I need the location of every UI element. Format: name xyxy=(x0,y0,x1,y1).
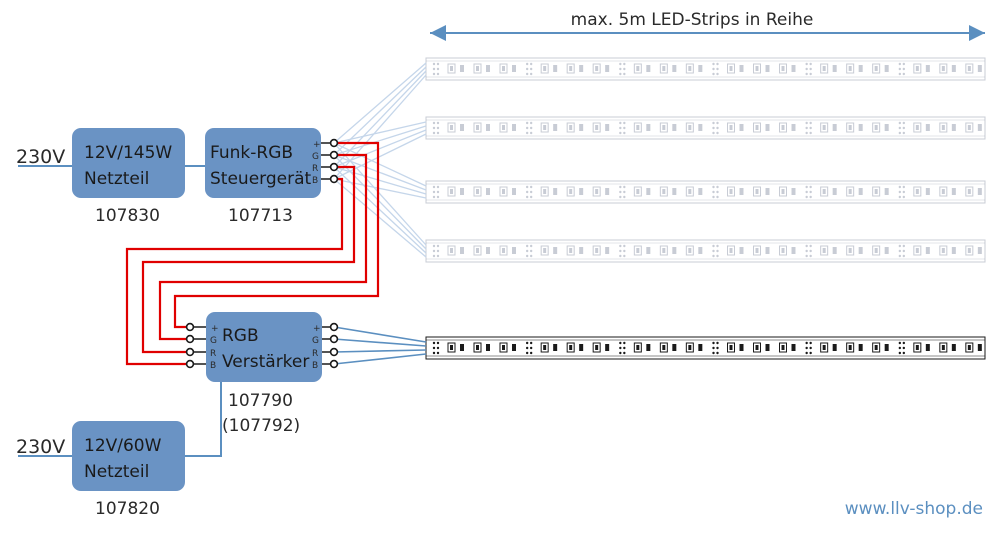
controller-pin-r: R xyxy=(312,164,318,174)
amplifier-out-pin-r: R xyxy=(312,349,318,359)
controller-pin-b: B xyxy=(312,176,318,186)
header-title: max. 5m LED-Strips in Reihe xyxy=(571,10,814,30)
amplifier-box xyxy=(206,312,322,382)
controller-pin-plus: + xyxy=(313,140,321,150)
controller-pin-g: G xyxy=(312,152,319,162)
led-strip-faded-2 xyxy=(425,116,986,140)
controller-line2: Steuergerät xyxy=(210,169,311,189)
power-supply-1-box xyxy=(72,128,185,198)
power-supply-2-article: 107820 xyxy=(95,499,160,519)
amplifier-in-pin-b: B xyxy=(210,361,216,371)
controller-article: 107713 xyxy=(228,206,293,226)
power-supply-1-article: 107830 xyxy=(95,206,160,226)
mains-label-1: 230V xyxy=(16,146,65,168)
amplifier-article: 107790 xyxy=(228,391,293,411)
amplifier-in-pin-g: G xyxy=(210,336,217,346)
power-supply-2-line2: Netzteil xyxy=(84,462,149,482)
amplifier-out-pin-g: G xyxy=(312,336,319,346)
amplifier-in-pin-r: R xyxy=(210,349,216,359)
website-label[interactable]: www.llv-shop.de xyxy=(845,499,983,519)
controller-terminals xyxy=(321,138,339,184)
power-supply-2-box xyxy=(72,421,185,491)
psu2-to-amplifier-line xyxy=(185,382,222,457)
amplifier-out-pin-b: B xyxy=(312,361,318,371)
amplifier-line1: RGB xyxy=(222,326,259,346)
mains-label-2: 230V xyxy=(16,436,65,458)
power-supply-1-line1: 12V/145W xyxy=(84,143,172,163)
power-supply-1-line2: Netzteil xyxy=(84,169,149,189)
controller-box xyxy=(205,128,321,198)
amplifier-to-strip-wires xyxy=(333,326,427,365)
controller-line1: Funk-RGB xyxy=(210,143,293,163)
amplifier-input-terminals xyxy=(185,322,206,369)
amplifier-line2: Verstärker xyxy=(222,352,309,372)
amplifier-article-alt: (107792) xyxy=(222,416,300,436)
amplifier-output-terminals xyxy=(322,322,339,369)
led-strip-faded-1 xyxy=(425,57,986,81)
led-strip-faded-4 xyxy=(425,239,986,263)
power-supply-2-line1: 12V/60W xyxy=(84,436,162,456)
led-strip-faded-3 xyxy=(425,180,986,204)
led-strip-active xyxy=(425,336,986,360)
controller-to-strips-wires xyxy=(333,62,427,258)
amplifier-out-pin-plus: + xyxy=(313,324,321,334)
amplifier-in-pin-plus: + xyxy=(211,324,219,334)
controller-to-amplifier-wires xyxy=(125,141,380,366)
